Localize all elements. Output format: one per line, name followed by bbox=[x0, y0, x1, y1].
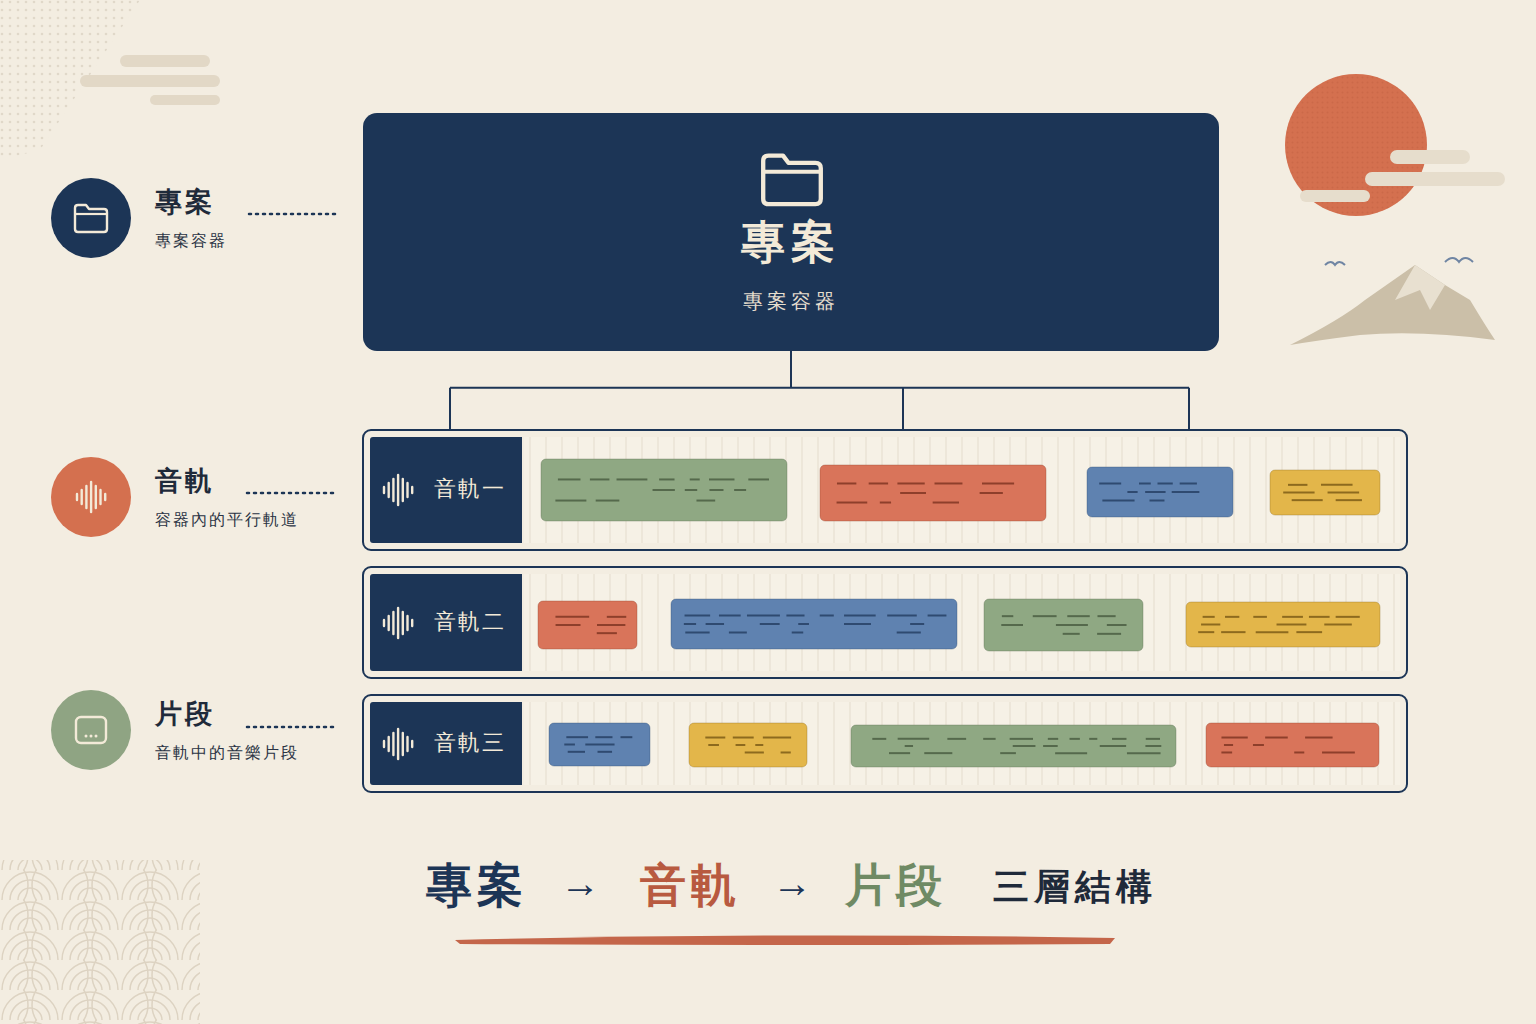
legend-heading: 片段 bbox=[155, 698, 215, 730]
circle-icon bbox=[71, 477, 111, 521]
legend-circle: 片段音軌中的音樂片段 bbox=[51, 690, 131, 770]
waveform-icon bbox=[378, 603, 418, 647]
title-part: 三層結構 bbox=[993, 866, 1157, 909]
folder-icon bbox=[756, 143, 828, 219]
waveform-icon bbox=[378, 470, 418, 514]
tree-connector bbox=[450, 351, 1189, 429]
legend-description: 容器內的平行軌道 bbox=[155, 510, 299, 529]
legend-heading: 專案 bbox=[155, 186, 215, 218]
title-part: 音軌 bbox=[640, 858, 742, 913]
title-part: → bbox=[560, 860, 605, 908]
legend-description: 專案容器 bbox=[155, 231, 227, 250]
title-part: → bbox=[772, 860, 817, 908]
circle-icon-svg bbox=[71, 477, 111, 517]
track-name: 音軌一 bbox=[434, 476, 506, 502]
circle-icon bbox=[71, 710, 111, 754]
track-header: 音軌三 bbox=[370, 702, 522, 785]
project-subtitle: 專案容器 bbox=[363, 289, 1219, 313]
connector-line bbox=[450, 351, 1189, 429]
track-name: 音軌二 bbox=[434, 609, 506, 635]
folder-icon-svg bbox=[756, 143, 828, 215]
waveform-icon bbox=[378, 724, 418, 768]
title-part: 片段 bbox=[845, 858, 947, 913]
waveform-icon-svg bbox=[378, 724, 418, 764]
circle-icon-svg bbox=[71, 198, 111, 238]
legend-circle: 音軌容器內的平行軌道 bbox=[51, 457, 131, 537]
title-part: 專案 bbox=[426, 858, 528, 913]
project-box: 專案專案容器 bbox=[363, 113, 1219, 351]
legend-description: 音軌中的音樂片段 bbox=[155, 743, 299, 762]
circle-icon-svg bbox=[71, 710, 111, 750]
legend-circle: 專案專案容器 bbox=[51, 178, 131, 258]
track-header: 音軌二 bbox=[370, 574, 522, 671]
project-title: 專案 bbox=[363, 217, 1219, 270]
track-row: 音軌二 bbox=[362, 566, 1408, 679]
track-name: 音軌三 bbox=[434, 730, 506, 756]
circle-icon bbox=[71, 198, 111, 242]
track-header: 音軌一 bbox=[370, 437, 522, 543]
legend-heading: 音軌 bbox=[155, 465, 215, 497]
track-row: 音軌三 bbox=[362, 694, 1408, 793]
waveform-icon-svg bbox=[378, 603, 418, 643]
track-row: 音軌一 bbox=[362, 429, 1408, 551]
waveform-icon-svg bbox=[378, 470, 418, 510]
